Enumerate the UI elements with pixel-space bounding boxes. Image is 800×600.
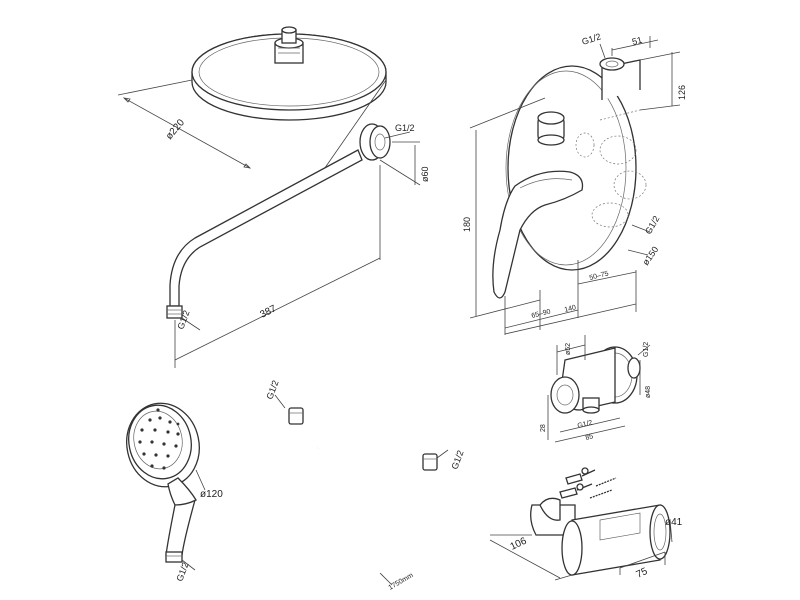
rain-shower-head xyxy=(191,26,387,121)
wall-outlet-elbow xyxy=(550,346,641,414)
arm-dimensions: G1/2 ø60 387 G1/2 xyxy=(174,123,430,368)
hand-shower xyxy=(126,402,200,563)
arm-thread-label: G1/2 xyxy=(395,123,415,133)
mixer-height-label: 180 xyxy=(462,217,472,232)
wall-holder xyxy=(530,497,671,576)
shower-arm xyxy=(166,123,391,319)
hose-thread-right-label: G1/2 xyxy=(449,449,465,471)
holder-diameter-label: ø41 xyxy=(665,517,683,528)
mixer-offset-label: 126 xyxy=(677,85,687,100)
outlet-d2-label: 28 xyxy=(540,424,547,432)
outlet-d3-label: G1/2 xyxy=(577,419,594,429)
holder-width-label: 75 xyxy=(635,566,650,581)
outlet-d4-label: 85 xyxy=(585,433,594,442)
arm-length-label: 387 xyxy=(258,303,278,321)
hand-diameter-label: ø120 xyxy=(200,489,223,500)
hand-thread-label: G1/2 xyxy=(174,561,190,583)
mixer-w3-label: 50–75 xyxy=(589,270,610,282)
hose-thread-top-label: G1/2 xyxy=(264,379,280,401)
outlet-dimensions: ø52 G1/2 ø48 28 G1/2 85 xyxy=(540,335,652,443)
mixer-w2-label: 140 xyxy=(564,304,577,314)
outlet-thread-label: G1/2 xyxy=(643,342,650,357)
mixer-w1-label: 65–90 xyxy=(531,308,552,320)
holder-length-label: 106 xyxy=(509,536,529,553)
mixer-plate-label: ø150 xyxy=(640,245,660,268)
screws xyxy=(559,467,617,499)
outlet-h-label: ø48 xyxy=(645,386,652,398)
concealed-mixer xyxy=(492,57,647,299)
outlet-d1-label: ø52 xyxy=(565,343,572,355)
shower-hose xyxy=(288,407,438,581)
mixer-top-thread-label: G1/2 xyxy=(581,31,603,47)
mixer-side-thread-label: G1/2 xyxy=(643,214,661,236)
head-diameter-label: ø220 xyxy=(164,117,187,142)
holder-dimensions: 106 ø41 75 xyxy=(489,517,683,581)
mixer-depth-label: 51 xyxy=(631,35,643,47)
arm-flange-label: ø60 xyxy=(420,166,430,182)
